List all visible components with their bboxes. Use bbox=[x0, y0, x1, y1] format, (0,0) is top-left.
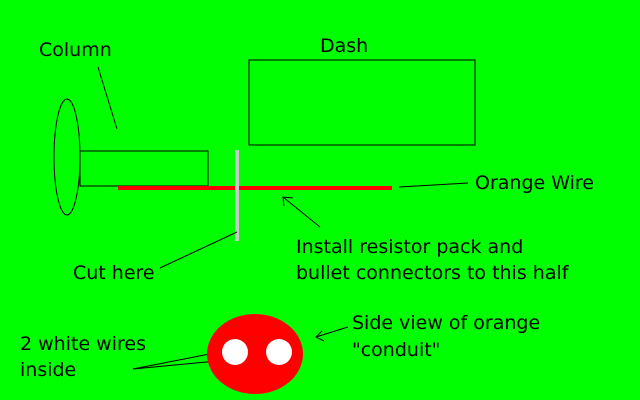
dash-box bbox=[248, 59, 476, 146]
steering-wheel bbox=[53, 98, 81, 216]
steering-column-shaft bbox=[79, 150, 209, 187]
install-arrowhead bbox=[282, 196, 294, 207]
install-label-line2: bullet connectors to this half bbox=[296, 262, 569, 284]
dash-label: Dash bbox=[320, 35, 369, 57]
cut-here-label: Cut here bbox=[73, 262, 155, 284]
white-wires-label-line2: inside bbox=[20, 359, 77, 381]
side-view-arrowhead bbox=[315, 330, 325, 342]
column-label: Column bbox=[39, 39, 112, 61]
conduit-cross-section bbox=[207, 314, 303, 394]
side-view-label-line2: "conduit" bbox=[352, 339, 441, 361]
white-wire-end-left bbox=[222, 339, 248, 365]
orange-wire-label: Orange Wire bbox=[475, 172, 594, 194]
side-view-label-line1: Side view of orange bbox=[352, 312, 541, 334]
install-label-line1: Install resistor pack and bbox=[296, 236, 524, 258]
white-wire-end-right bbox=[266, 339, 292, 365]
side-view-leader bbox=[315, 326, 349, 338]
cut-here-leader bbox=[159, 231, 238, 269]
white-wires-label-line1: 2 white wires bbox=[20, 333, 146, 355]
column-leader bbox=[97, 66, 118, 130]
install-leader bbox=[282, 196, 321, 228]
orange-wire-leader bbox=[398, 182, 469, 188]
